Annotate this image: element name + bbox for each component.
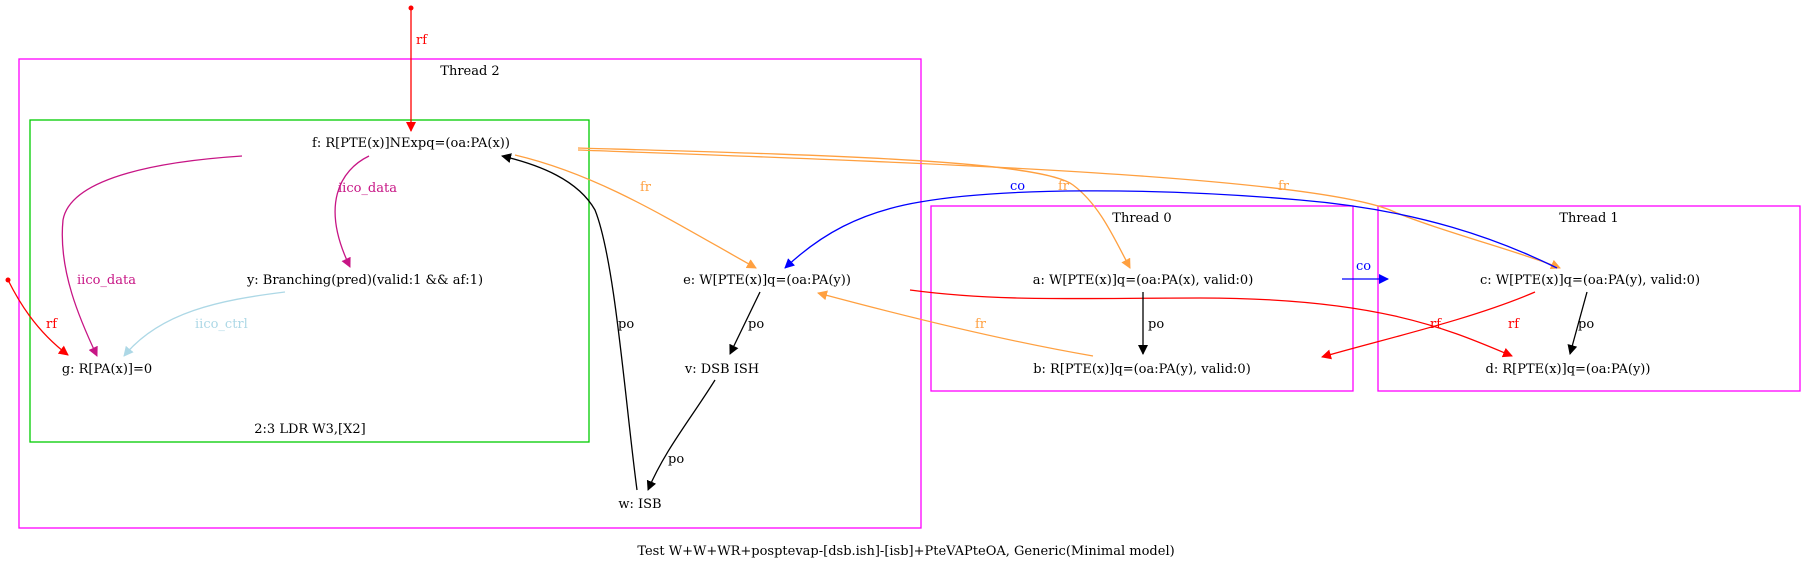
edge-label-fr-f-to-c: fr	[1278, 179, 1290, 194]
node-y: y: Branching(pred)(valid:1 && af:1)	[246, 273, 483, 288]
node-d: d: R[PTE(x)]q=(oa:PA(y))	[1486, 362, 1651, 377]
thread1-cluster	[1377, 205, 1801, 392]
edge-label-po-v-to-w: po	[668, 452, 684, 467]
node-v: v: DSB ISH	[684, 362, 759, 377]
edge-label-po-a-to-b: po	[1148, 317, 1164, 332]
edge-co-c-to-e	[784, 190, 1558, 269]
edge-fr-f-to-e	[514, 154, 757, 269]
edge-label-po-w-to-f: po	[618, 317, 634, 332]
edge-po-w-to-f	[501, 153, 638, 491]
inner-cluster	[29, 119, 590, 443]
edge-label-rf-to-f: rf	[416, 33, 428, 48]
edge-label-po-c-to-d: po	[1578, 317, 1594, 332]
thread2-label: Thread 2	[440, 64, 499, 79]
edge-fr-f-to-c	[577, 149, 1561, 270]
rf-source-dot-left	[5, 277, 11, 283]
thread2-cluster	[18, 58, 922, 529]
thread1-label: Thread 1	[1559, 211, 1618, 226]
edge-rf-to-g	[7, 279, 69, 356]
edge-rf-e-to-d	[909, 289, 1513, 358]
edge-label-co-a-to-c: co	[1356, 259, 1371, 274]
edge-fr-b-to-e	[817, 290, 1094, 357]
node-a: a: W[PTE(x)]q=(oa:PA(x), valid:0)	[1033, 273, 1254, 288]
node-b: b: R[PTE(x)]q=(oa:PA(y), valid:0)	[1033, 362, 1251, 377]
edge-po-v-to-w	[646, 379, 716, 491]
edge-label-co-c-to-e: co	[1010, 179, 1025, 194]
edge-label-rf-e-to-d: rf	[1430, 317, 1442, 332]
edge-label-fr-f-to-a: fr	[1058, 179, 1070, 194]
edge-label-fr-b-to-e: fr	[975, 317, 987, 332]
edge-iico-ctrl-y-to-g	[123, 291, 286, 357]
edge-label-rf-to-g: rf	[46, 317, 58, 332]
diagram-caption: Test W+W+WR+posptevap-[dsb.ish]-[isb]+Pt…	[637, 544, 1174, 559]
edge-label-iico-data-f-to-g: iico_data	[77, 273, 136, 288]
node-e: e: W[PTE(x)]q=(oa:PA(y))	[683, 273, 851, 288]
edge-po-c-to-d	[1567, 291, 1588, 355]
edge-rf-c-to-b	[1321, 291, 1536, 360]
node-f: f: R[PTE(x)]NExpq=(oa:PA(x))	[312, 136, 510, 151]
edge-label-fr-f-to-e: fr	[640, 180, 652, 195]
edge-fr-f-to-a	[577, 147, 1131, 269]
node-g: g: R[PA(x)]=0	[62, 362, 152, 377]
node-w: w: ISB	[618, 497, 661, 512]
edge-label-iico-data-f-to-y: iico_data	[338, 181, 397, 196]
edge-iico-data-f-to-g	[61, 155, 243, 357]
thread0-label: Thread 0	[1112, 211, 1171, 226]
edge-label-rf-c-to-b: rf	[1508, 317, 1520, 332]
node-c: c: W[PTE(x)]q=(oa:PA(y), valid:0)	[1480, 273, 1700, 288]
edge-label-iico-ctrl-y-to-g: iico_ctrl	[195, 317, 248, 332]
edge-po-e-to-v	[729, 291, 761, 355]
inner-cluster-label: 2:3 LDR W3,[X2]	[254, 422, 365, 437]
edge-iico-data-f-to-y	[334, 155, 370, 268]
edge-label-po-e-to-v: po	[748, 317, 764, 332]
thread0-cluster	[930, 205, 1354, 392]
